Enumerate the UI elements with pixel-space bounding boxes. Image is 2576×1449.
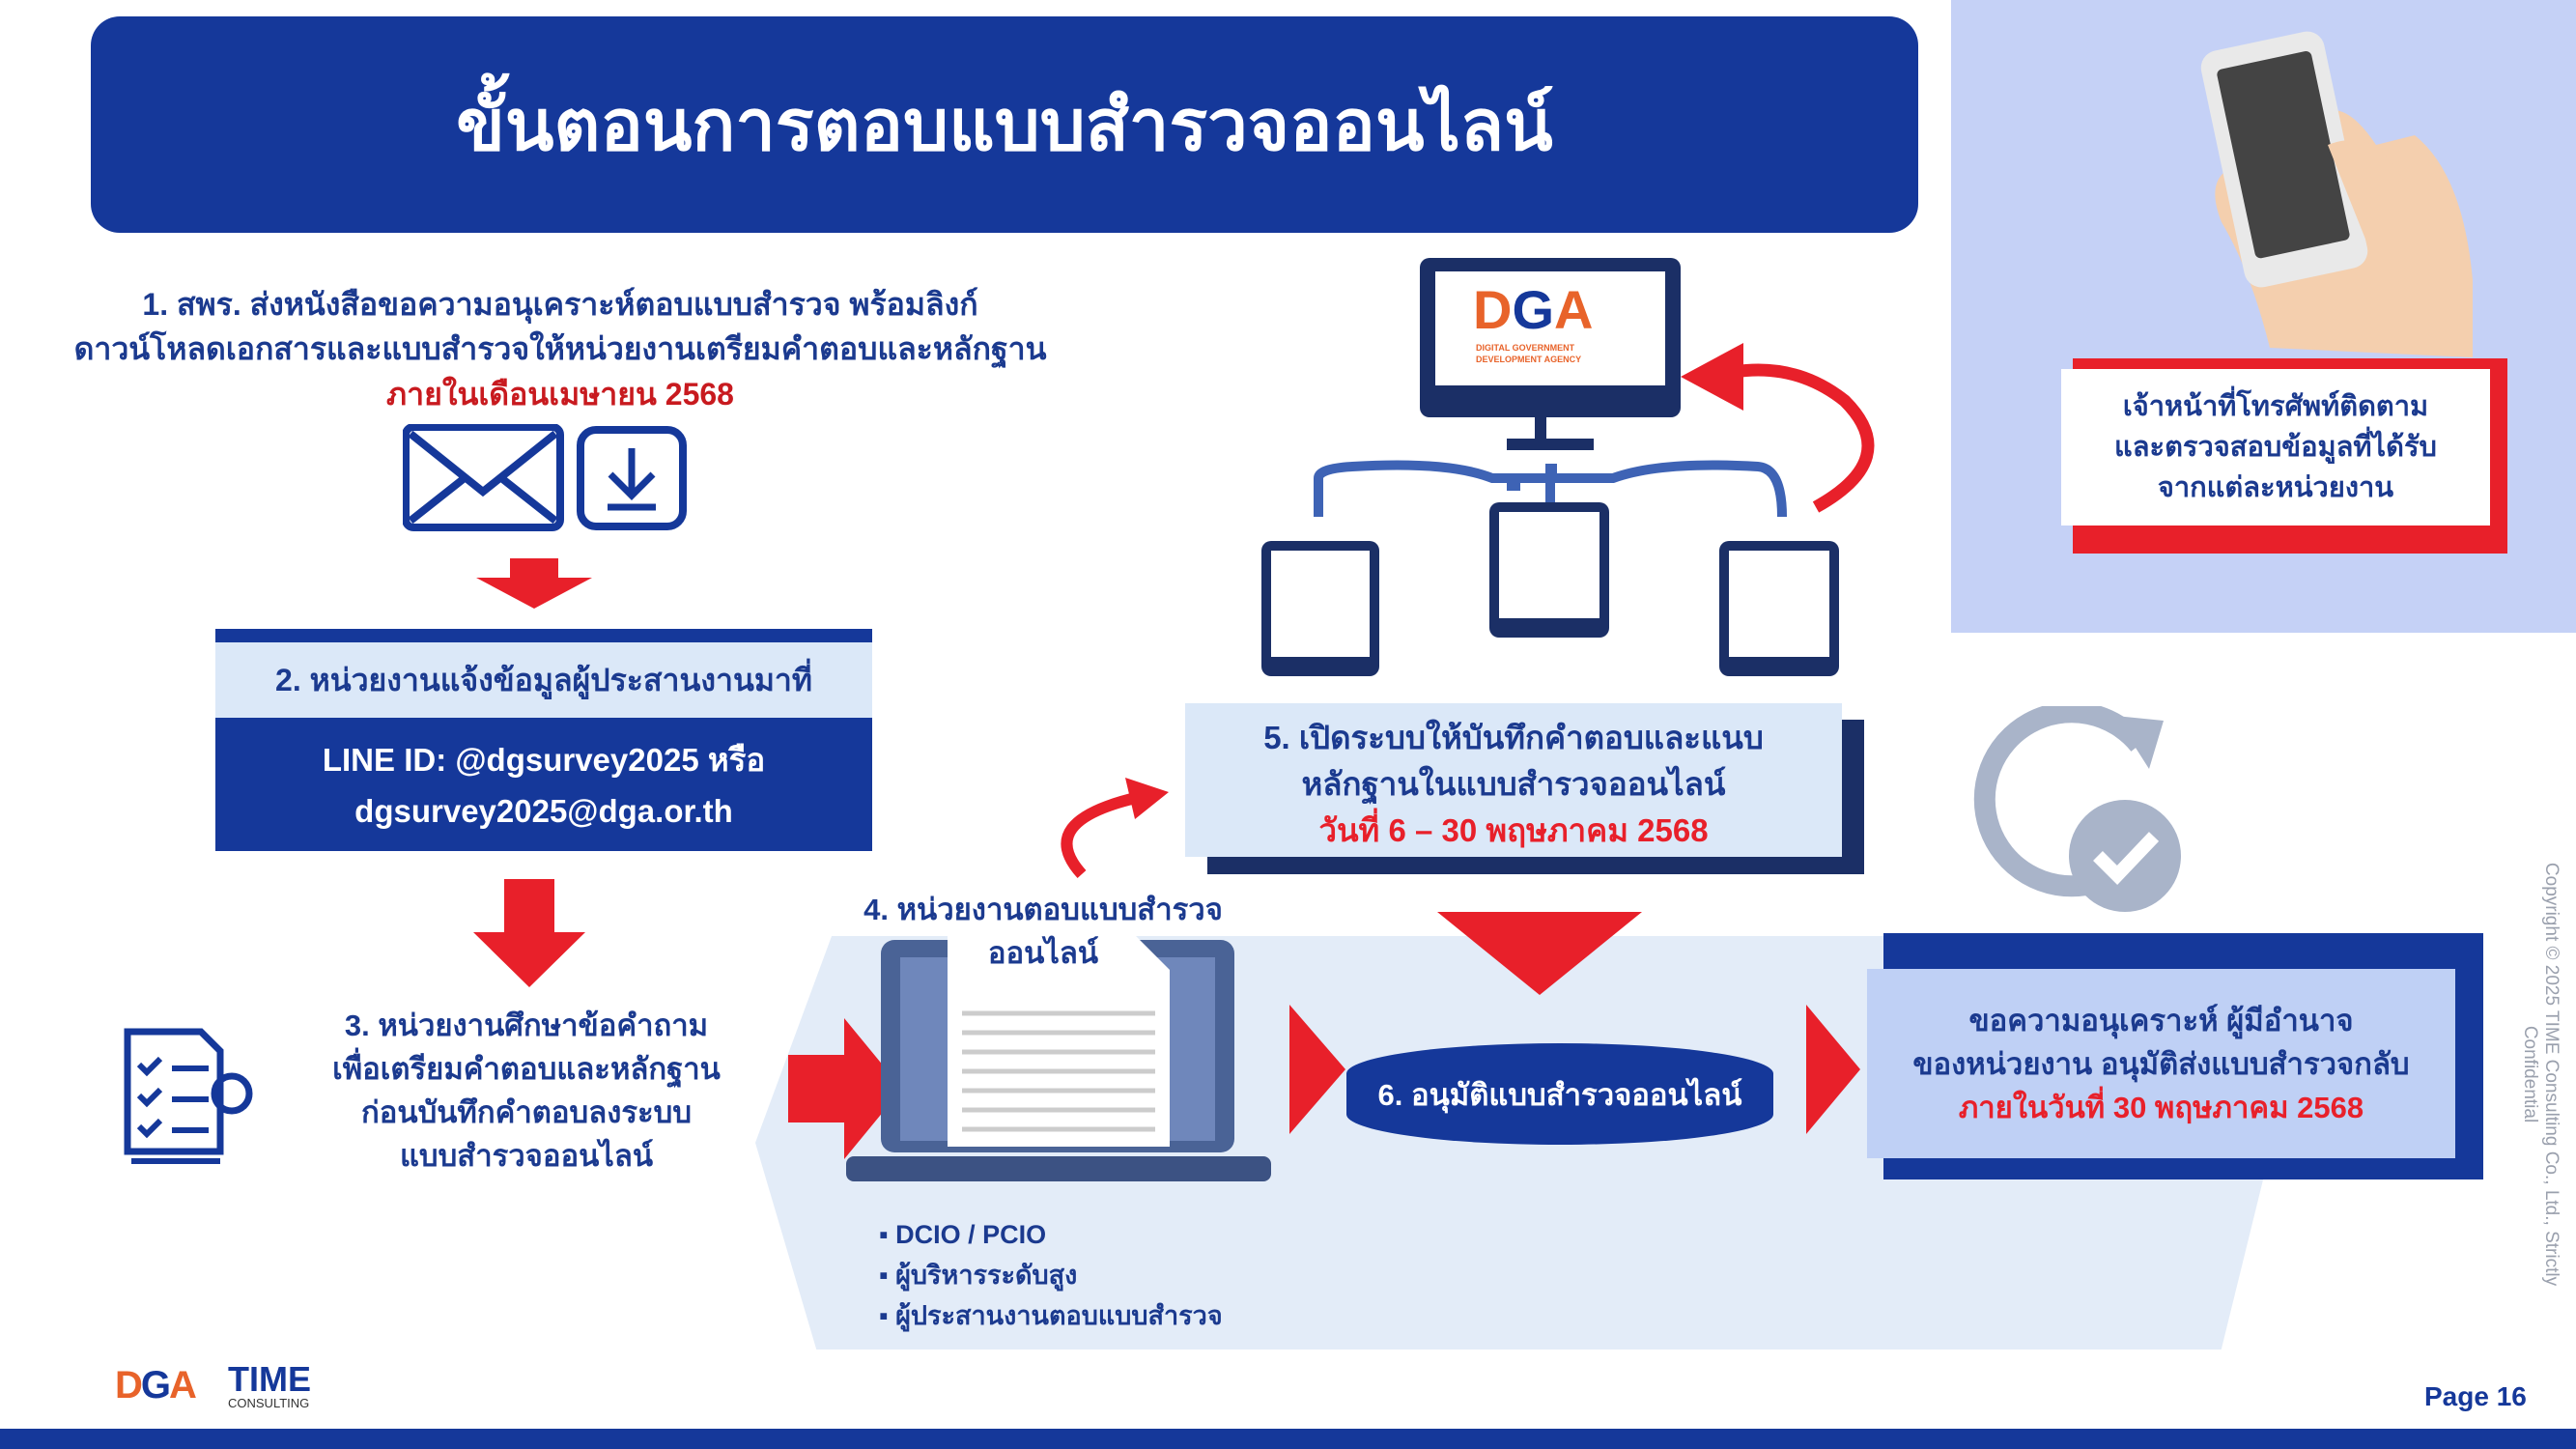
phone-line1: เจ้าหน้าที่โทรศัพท์ติดตาม xyxy=(2122,390,2429,422)
page-title: ขั้นตอนการตอบแบบสำรวจออนไลน์ xyxy=(91,16,1918,233)
curved-arrow-icon xyxy=(1681,343,1875,513)
step3-line2: เพื่อเตรียมคำตอบและหลักฐาน xyxy=(332,1051,721,1086)
svg-text:DIGITAL GOVERNMENT: DIGITAL GOVERNMENT xyxy=(1476,343,1575,353)
down-triangle-icon xyxy=(1437,912,1642,995)
chevron-right-icon xyxy=(1289,1005,1345,1134)
laptop-icon xyxy=(846,936,1271,1181)
step4-line2: ออนไลน์ xyxy=(987,935,1099,970)
final-deadline: ภายในวันที่ 30 พฤษภาคม 2568 xyxy=(1958,1090,2364,1124)
step5-line1: 5. เปิดระบบให้บันทึกคำตอบและแนบ xyxy=(1263,720,1764,755)
refresh-check-icon xyxy=(1973,706,2181,912)
page-number: Page 16 xyxy=(2424,1381,2527,1411)
down-arrow-icon xyxy=(473,879,585,987)
svg-text:DEVELOPMENT AGENCY: DEVELOPMENT AGENCY xyxy=(1476,355,1581,364)
step1-text: 1. สพร. ส่งหนังสือขอความอนุเคราะห์ตอบแบบ… xyxy=(58,282,1062,416)
step3-line3: ก่อนบันทึกคำตอบลงระบบ xyxy=(360,1094,692,1129)
step5-dates: วันที่ 6 – 30 พฤษภาคม 2568 xyxy=(1318,811,1709,848)
step5-box: 5. เปิดระบบให้บันทึกคำตอบและแนบ หลักฐานใ… xyxy=(1185,703,1842,857)
step3-text: 3. หน่วยงานศึกษาข้อคำถาม เพื่อเตรียมคำตอ… xyxy=(309,1005,744,1179)
list-item: DCIO / PCIO xyxy=(879,1215,1223,1256)
respondent-list: DCIO / PCIO ผู้บริหารระดับสูง ผู้ประสานง… xyxy=(879,1215,1223,1337)
step1-deadline: ภายในเดือนเมษายน 2568 xyxy=(386,376,734,412)
bottom-bar xyxy=(0,1429,2576,1449)
time-logo-sub: CONSULTING xyxy=(228,1396,310,1410)
step3-line1: 3. หน่วยงานศึกษาข้อคำถาม xyxy=(344,1009,709,1042)
step2-box: 2. หน่วยงานแจ้งข้อมูลผู้ประสานงานมาที่ L… xyxy=(215,629,872,851)
chevron-right-icon xyxy=(1806,1005,1860,1134)
step2-heading: 2. หน่วยงานแจ้งข้อมูลผู้ประสานงานมาที่ xyxy=(215,642,872,718)
step4-line1: 4. หน่วยงานตอบแบบสำรวจ xyxy=(863,893,1223,926)
envelope-icon xyxy=(403,424,564,531)
step1-line2: ดาวน์โหลดเอกสารและแบบสำรวจให้หน่วยงานเตร… xyxy=(73,331,1047,367)
right-arrow-icon xyxy=(788,1018,902,1159)
network-diagram-icon: DGA DIGITAL GOVERNMENT DEVELOPMENT AGENC… xyxy=(1261,258,1839,676)
phone-line2: และตรวจสอบข้อมูลที่ได้รับ xyxy=(2114,431,2437,463)
phone-followup-text: เจ้าหน้าที่โทรศัพท์ติดตาม และตรวจสอบข้อม… xyxy=(2061,369,2490,526)
final-box: ขอความอนุเคราะห์ ผู้มีอำนาจ ของหน่วยงาน … xyxy=(1867,969,2455,1158)
step6-pill: 6. อนุมัติแบบสำรวจออนไลน์ xyxy=(1346,1043,1773,1145)
down-arrow-icon xyxy=(476,558,592,609)
step2-email: dgsurvey2025@dga.or.th xyxy=(354,792,733,829)
step1-line1: 1. สพร. ส่งหนังสือขอความอนุเคราะห์ตอบแบบ… xyxy=(142,287,978,322)
checklist-gear-icon xyxy=(124,1028,253,1164)
dga-footer-logo: DGA xyxy=(115,1364,197,1406)
phone-line3: จากแต่ละหน่วยงาน xyxy=(2157,472,2394,504)
step4-text: 4. หน่วยงานตอบแบบสำรวจ ออนไลน์ xyxy=(831,889,1256,976)
dga-logo: DGA xyxy=(1473,279,1593,340)
download-icon xyxy=(577,426,687,530)
email-download-icons xyxy=(403,424,687,531)
curved-arrow-icon xyxy=(1061,778,1169,879)
step3-line4: แบบสำรวจออนไลน์ xyxy=(399,1138,654,1173)
copyright-text: Copyright © 2025 TIME Consulting Co., Lt… xyxy=(2520,862,2562,1287)
phone-hand-icon xyxy=(2200,31,2473,357)
step5-line2: หลักฐานในแบบสำรวจออนไลน์ xyxy=(1301,765,1726,802)
list-item: ผู้ประสานงานตอบแบบสำรวจ xyxy=(879,1296,1223,1337)
step2-line-id: LINE ID: @dgsurvey2025 หรือ xyxy=(322,742,766,778)
final-line1: ขอความอนุเคราะห์ ผู้มีอำนาจ xyxy=(1968,1004,2354,1037)
final-line2: ของหน่วยงาน อนุมัติส่งแบบสำรวจกลับ xyxy=(1912,1046,2410,1081)
list-item: ผู้บริหารระดับสูง xyxy=(879,1256,1223,1296)
time-logo-text: TIME xyxy=(228,1359,311,1399)
